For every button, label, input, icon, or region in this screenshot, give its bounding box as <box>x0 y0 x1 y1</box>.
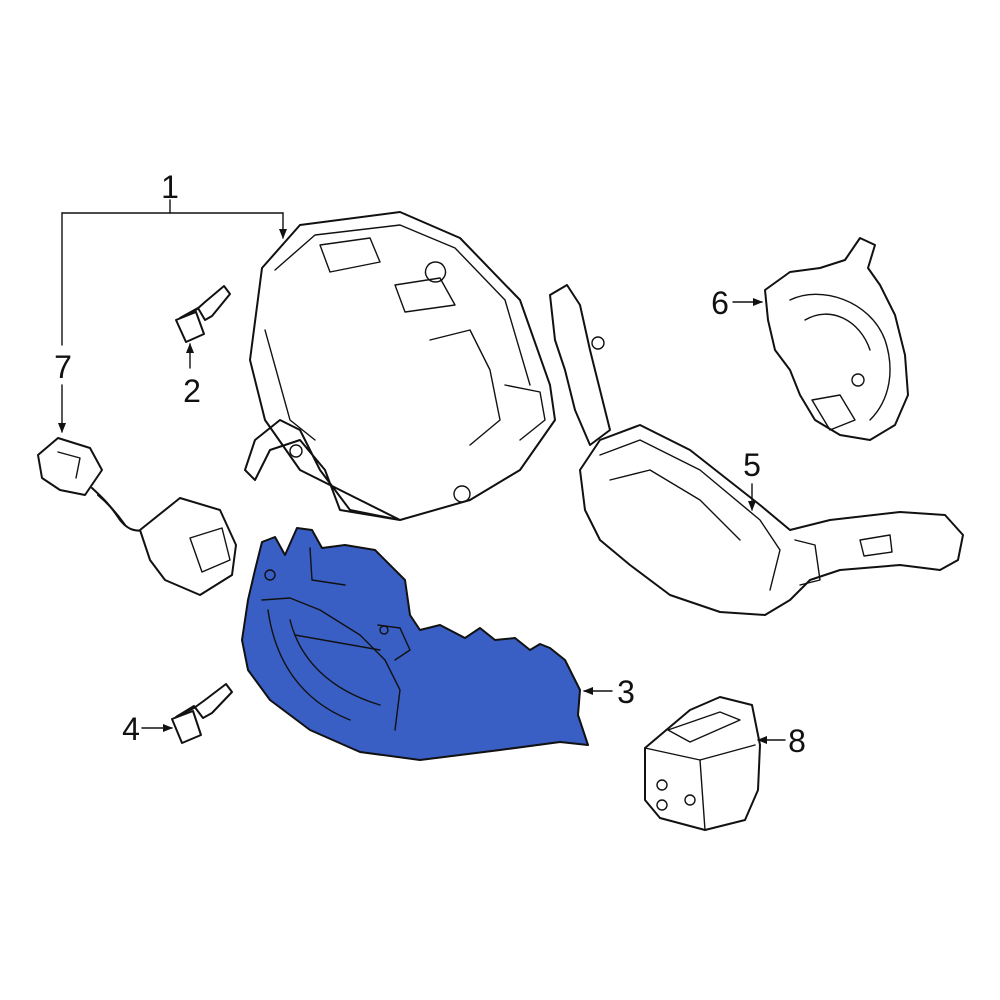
callout-8: 8 <box>788 723 806 759</box>
callout-5: 5 <box>743 447 761 483</box>
callout-1: 1 <box>161 169 179 205</box>
leader-lines <box>58 199 786 744</box>
part-upper-shroud[interactable] <box>244 211 556 521</box>
callout-2: 2 <box>183 373 201 409</box>
part-harness[interactable] <box>37 437 237 596</box>
part-module[interactable] <box>644 696 761 831</box>
callout-4: 4 <box>122 711 140 747</box>
part-combination-switch[interactable] <box>549 284 964 616</box>
callout-6: 6 <box>711 285 729 321</box>
part-screw-2[interactable] <box>175 285 231 343</box>
callout-3: 3 <box>617 674 635 710</box>
part-lower-shroud[interactable] <box>241 527 589 761</box>
callout-7: 7 <box>54 349 72 385</box>
part-clock-spring[interactable] <box>764 237 909 441</box>
part-screw-4[interactable] <box>171 683 233 744</box>
